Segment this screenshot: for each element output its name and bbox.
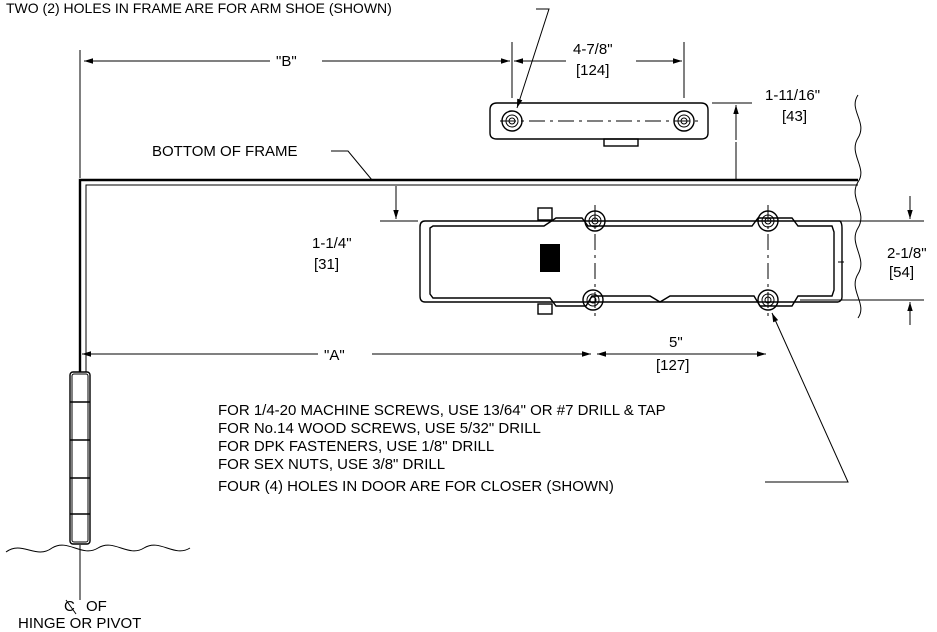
closer-hole-top-right: [757, 210, 779, 232]
note-line-4: FOR SEX NUTS, USE 3/8" DRILL: [218, 456, 445, 473]
note-line-5: FOUR (4) HOLES IN DOOR ARE FOR CLOSER (S…: [218, 478, 614, 495]
note-line-1: FOR 1/4-20 MACHINE SCREWS, USE 13/64" OR…: [218, 402, 666, 419]
bottom-of-frame-label: BOTTOM OF FRAME: [152, 143, 298, 160]
arm-shoe: [489, 102, 709, 147]
note-line-2: FOR No.14 WOOD SCREWS, USE 5/32" DRILL: [218, 420, 541, 437]
drilling-notes: FOR 1/4-20 MACHINE SCREWS, USE 13/64" OR…: [218, 402, 666, 495]
hinge-label-of: OF: [86, 598, 107, 615]
dim-b-label: "B": [276, 53, 297, 70]
hinge-label-line2: HINGE OR PIVOT: [18, 615, 141, 632]
dim-hole-spacing-mm: [127]: [656, 357, 689, 374]
dim-shoe-offset-in: 1-11/16": [765, 87, 820, 104]
dim-shoe-width-in: 4-7/8": [573, 41, 613, 58]
break-line-bottom: [5, 544, 191, 553]
dim-closer-height-mm: [54]: [889, 264, 914, 281]
note-line-3: FOR DPK FASTENERS, USE 1/8" DRILL: [218, 438, 494, 455]
dim-closer-offset-in: 1-1/4": [312, 235, 352, 252]
door-closer: [419, 205, 844, 318]
dim-hole-spacing-in: 5": [669, 334, 683, 351]
hinge: [69, 371, 91, 545]
arm-shoe-callout-text: TWO (2) HOLES IN FRAME ARE FOR ARM SHOE …: [6, 0, 392, 16]
arm-shoe-hole-right: [673, 110, 695, 132]
dim-closer-offset-mm: [31]: [314, 256, 339, 273]
closer-hole-bottom-right: [757, 289, 779, 311]
arm-shoe-leader: [516, 8, 550, 109]
break-line-right: [854, 94, 862, 319]
closer-hole-bottom-left: [582, 289, 604, 311]
dim-closer-height-in: 2-1/8": [887, 245, 927, 262]
centerline-symbol: C: [64, 598, 75, 615]
frame-outline: [78, 178, 858, 372]
dim-shoe-offset-mm: [43]: [782, 108, 807, 125]
closer-hole-top-left: [584, 210, 606, 232]
arm-shoe-hole-left: [501, 110, 523, 132]
dim-shoe-width-mm: [124]: [576, 62, 609, 79]
dim-a-label: "A": [324, 347, 345, 364]
notes-leader: [765, 312, 849, 483]
bottom-of-frame-leader: [331, 150, 373, 181]
